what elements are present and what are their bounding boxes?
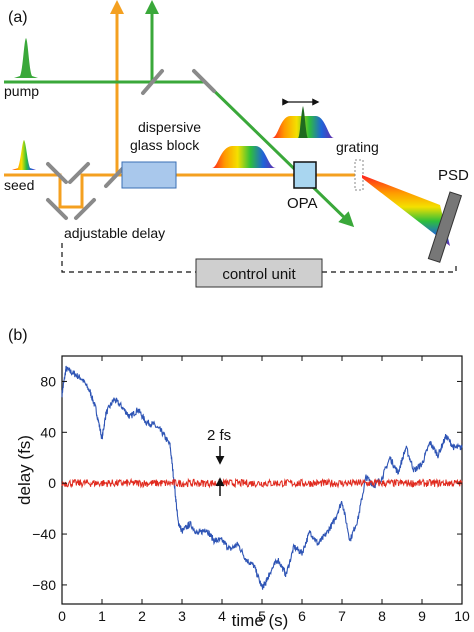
panel-b-label: (b): [8, 327, 28, 344]
panel-b-chart: (b) 0 1 2 3 4 5 6 7 8 9 10 −80 −40 0 40 80 time (s) de…: [8, 327, 470, 630]
y-tick-label: −40: [32, 526, 56, 542]
seed-beam-up-arrowhead: [110, 0, 124, 14]
x-axis-label: time (s): [232, 611, 289, 630]
series-blue-line: [61, 365, 463, 590]
x-tick-label: 6: [298, 608, 306, 624]
psd-detector: [427, 191, 463, 263]
opa-crystal: [293, 161, 317, 189]
x-tick-label: 5: [258, 608, 266, 624]
x-tick-label: 9: [418, 608, 426, 624]
y-tick-label: −80: [32, 577, 56, 593]
glass-block: [121, 161, 177, 189]
panel-a-setup-diagram: (a) pump seed: [4, 0, 469, 288]
y-tick-label: 80: [40, 373, 56, 389]
control-unit-box: [195, 258, 323, 288]
dispersed-spectrum-fan: [362, 175, 450, 246]
delay-mirror-4: [74, 198, 96, 220]
control-unit-label: control unit: [222, 266, 296, 283]
control-loop-lines: [61, 243, 457, 273]
x-tick-label: 3: [178, 608, 186, 624]
series-red-line: [61, 477, 463, 489]
x-tick-label: 10: [454, 608, 470, 624]
pump-pulse-icon: [14, 38, 38, 78]
x-tick-label: 1: [98, 608, 106, 624]
pump-label: pump: [4, 83, 39, 99]
x-tick-label: 4: [218, 608, 226, 624]
stretched-pulse-icon: [212, 146, 276, 168]
x-tick-label: 2: [138, 608, 146, 624]
panel-a-label: (a): [8, 9, 28, 26]
delay-mirror-3: [46, 198, 68, 220]
pump-beam-up-arrowhead: [145, 0, 159, 14]
pump-beam: [4, 12, 355, 228]
y-axis: −80 −40 0 40 80: [32, 373, 462, 593]
x-tick-label: 8: [378, 608, 386, 624]
dispersive-label-line1: dispersive: [138, 119, 201, 135]
y-axis-label: delay (fs): [15, 435, 34, 505]
adjustable-delay-label: adjustable delay: [64, 225, 165, 241]
y-tick-label: 40: [40, 424, 56, 440]
psd-label: PSD: [438, 167, 469, 184]
y-tick-label: 0: [48, 475, 56, 491]
seed-label: seed: [4, 177, 34, 193]
opa-label: OPA: [287, 195, 318, 212]
plot-area: [61, 355, 463, 605]
x-axis: 0 1 2 3 4 5 6 7 8 9 10: [58, 356, 470, 624]
delay-mirror-2: [68, 162, 90, 184]
pump-mirror-1: [141, 69, 164, 95]
grating: [354, 159, 364, 191]
pump-mirror-2: [192, 69, 216, 93]
seed-pulse-icon: [12, 140, 36, 170]
grating-label: grating: [336, 139, 379, 155]
delay-mirror-1: [46, 162, 68, 184]
x-tick-label: 0: [58, 608, 66, 624]
dispersive-label-line2: glass block: [130, 137, 200, 153]
pump-overlap-pulse-icon: [298, 106, 308, 138]
annotation-2fs: 2 fs: [207, 427, 231, 444]
plot-frame: [61, 355, 463, 605]
x-tick-label: 7: [338, 608, 346, 624]
